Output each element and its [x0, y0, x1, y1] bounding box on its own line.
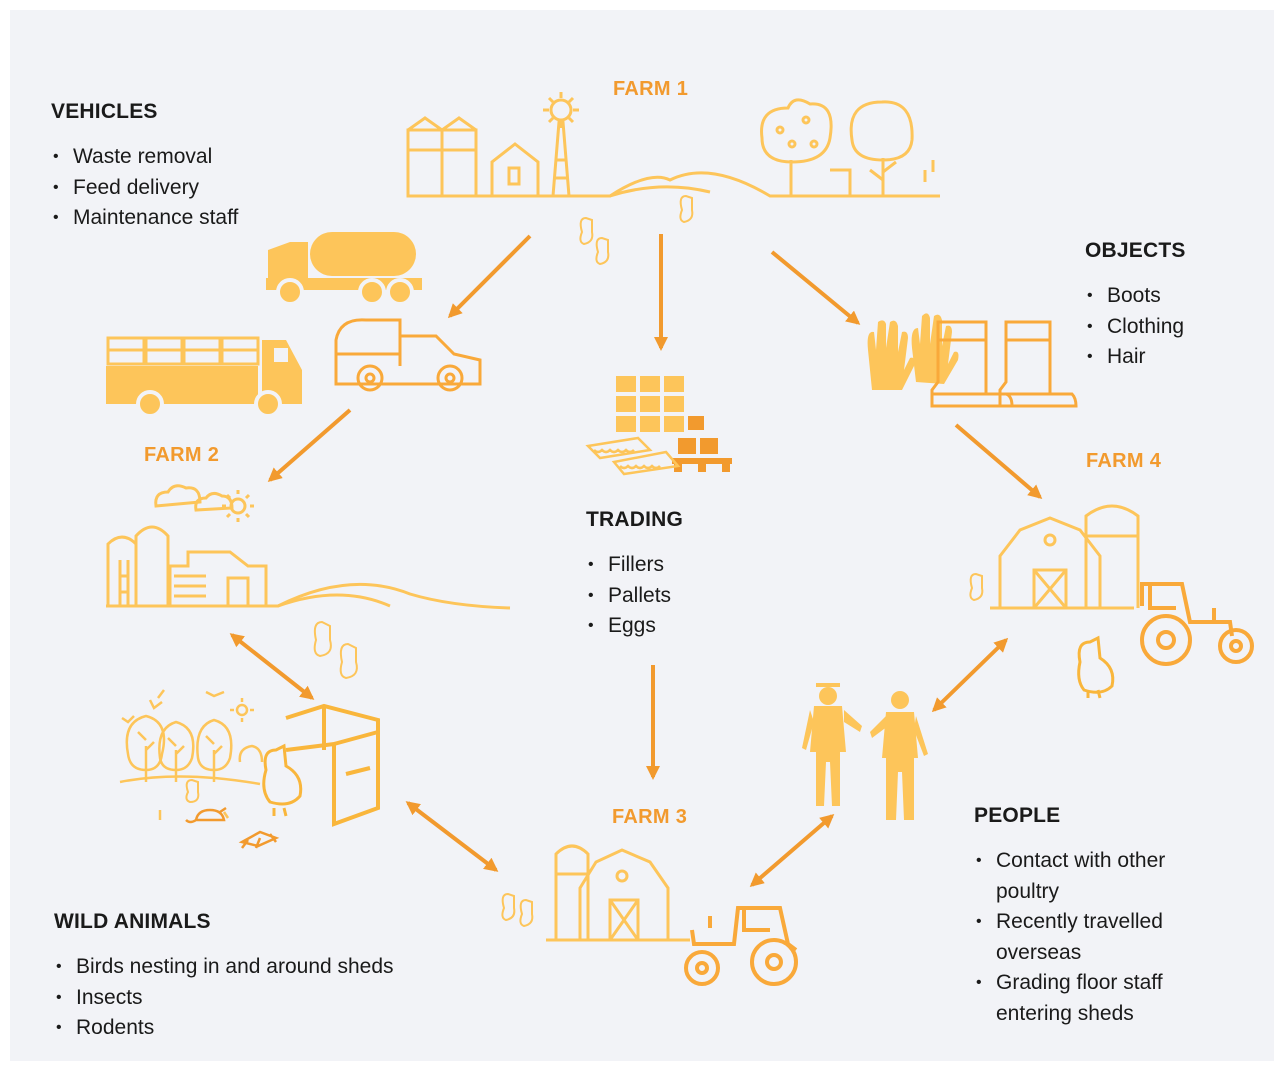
vehicles-list: Waste removal Feed delivery Maintenance … [51, 142, 311, 234]
people-title: PEOPLE [974, 804, 1061, 827]
objects-list: Boots Clothing Hair [1085, 281, 1245, 373]
egg-pallets-icon [585, 376, 732, 476]
people-section: PEOPLE Contact with other poultry Recent… [974, 804, 1210, 1029]
farm-4-scene-icon [990, 504, 1140, 610]
list-item: Recently travelled overseas [974, 907, 1210, 968]
arrow-icon [931, 637, 1009, 713]
farm-2-scene-icon [106, 484, 511, 610]
chicken-icon [969, 572, 984, 602]
list-item: Pallets [586, 581, 746, 612]
wild-animals-section: WILD ANIMALS Birds nesting in and around… [54, 910, 494, 1044]
trading-section: TRADING Fillers Pallets Eggs [586, 508, 746, 642]
vehicles-title: VEHICLES [51, 100, 158, 123]
list-item: Feed delivery [51, 173, 311, 204]
list-item: Birds nesting in and around sheds [54, 952, 494, 983]
list-item: Hair [1085, 342, 1245, 373]
list-item: Insects [54, 983, 494, 1014]
list-item: Boots [1085, 281, 1245, 312]
chicken-icon [185, 778, 200, 804]
arrow-icon [770, 250, 861, 325]
farm-3-label: FARM 3 [612, 806, 688, 828]
pickup-truck-icon [334, 318, 482, 392]
objects-section: OBJECTS Boots Clothing Hair [1085, 239, 1245, 373]
list-item: Grading floor staff entering sheds [974, 968, 1210, 1029]
arrow-icon [447, 234, 532, 319]
list-item: Contact with other poultry [974, 846, 1210, 907]
list-item: Rodents [54, 1013, 494, 1044]
list-item: Maintenance staff [51, 203, 311, 234]
wild-animals-scene-icon [119, 689, 264, 820]
chicken-icon [579, 194, 694, 266]
arrow-icon [954, 423, 1043, 499]
tractor-icon [684, 906, 798, 986]
chicken-icon [501, 892, 534, 928]
list-item: Fillers [586, 550, 746, 581]
list-item: Eggs [586, 611, 746, 642]
arrow-icon [229, 633, 315, 700]
farm-3-scene-icon [546, 844, 690, 942]
farm-4-label: FARM 4 [1086, 450, 1162, 472]
farm-workers-icon [802, 683, 928, 820]
farm-1-label: FARM 1 [613, 78, 689, 100]
chicken-icon [262, 743, 303, 817]
arrow-icon [267, 408, 352, 482]
illustration-layer [106, 92, 1254, 986]
objects-title: OBJECTS [1085, 239, 1186, 262]
arrow-icon [405, 801, 499, 872]
list-item: Clothing [1085, 312, 1245, 343]
rodent-and-insect-icon [185, 806, 280, 849]
flow-arrows [229, 234, 1043, 887]
vehicles-section: VEHICLES Waste removal Feed delivery Mai… [51, 100, 311, 234]
tractor-icon [1140, 582, 1254, 666]
infographic-canvas: FARM 1 FARM 2 FARM 3 FARM 4 VEHICLES Was… [10, 10, 1274, 1061]
chicken-icon [1077, 635, 1115, 699]
farm-2-label: FARM 2 [144, 444, 220, 466]
people-list: Contact with other poultry Recently trav… [974, 846, 1210, 1029]
tanker-truck-icon [266, 232, 422, 306]
chicken-icon [313, 620, 358, 680]
chicken-shed-icon [285, 703, 380, 827]
crate-truck-icon [106, 336, 302, 418]
list-item: Waste removal [51, 142, 311, 173]
boots-icon [930, 320, 1078, 408]
trading-title: TRADING [586, 508, 684, 531]
gloves-icon [867, 313, 959, 390]
wild-animals-list: Birds nesting in and around sheds Insect… [54, 952, 494, 1044]
farm-1-scene-icon [406, 92, 940, 198]
trading-list: Fillers Pallets Eggs [586, 550, 746, 642]
arrow-icon [749, 814, 835, 887]
wild-animals-title: WILD ANIMALS [54, 910, 211, 933]
